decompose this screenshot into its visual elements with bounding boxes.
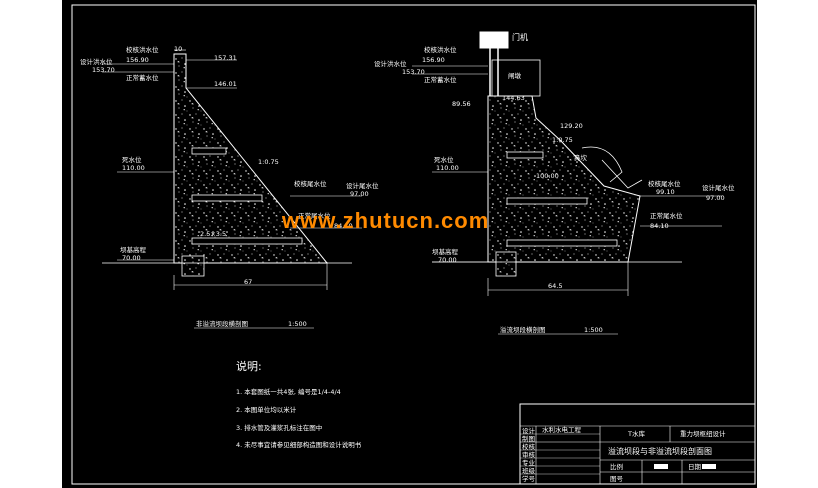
check-flood-value: 156.90 <box>126 56 149 64</box>
sheet-border <box>71 4 756 485</box>
gallery-size: 2.5×3.5 <box>200 230 226 238</box>
note-4: 4. 未尽事宜请参见细部构造图和设计说明书 <box>236 441 362 449</box>
r-normal-tail-label: 正常尾水位 <box>650 211 683 220</box>
design-tail-label: 设计尾水位 <box>346 181 379 190</box>
left-section-scale: 1:500 <box>288 320 307 328</box>
tb-scale-label: 比例 <box>610 462 623 471</box>
foundation-label: 坝基高程 <box>120 245 147 254</box>
r-foundation-value: 70.00 <box>438 256 457 264</box>
r-check-flood-value: 156.90 <box>422 56 445 64</box>
left-slope-label: 1:0.75 <box>258 158 279 166</box>
r-check-tail-value: 99.10 <box>656 188 675 196</box>
drawing-sheet: 10 157.31 146.01 校核洪水位 156.90 设计洪水位 153.… <box>62 0 757 488</box>
dead-level-value: 110.00 <box>122 164 145 172</box>
r-check-flood-label: 校核洪水位 <box>424 45 457 54</box>
tb-row-7: 学号 <box>522 474 536 483</box>
tb-row-6: 班级 <box>522 466 536 475</box>
overflow-section <box>412 31 722 296</box>
right-section-title: 溢流坝段横剖图 <box>500 325 546 334</box>
design-tail-value: 97.00 <box>350 190 369 198</box>
r-foundation-label: 坝基高程 <box>432 247 459 256</box>
normal-pool-label: 正常蓄水位 <box>126 73 159 82</box>
r-normal-tail-value: 84.10 <box>650 222 669 230</box>
tb-drawing-title: 溢流坝段与非溢流坝段剖面图 <box>608 446 712 456</box>
non-overflow-section <box>102 49 362 290</box>
foundation-value: 70.00 <box>122 254 141 262</box>
tb-project: T水库 <box>627 429 645 438</box>
normal-tail-value: 84.10 <box>334 222 353 230</box>
check-tail-label: 校核尾水位 <box>294 179 327 188</box>
r-dead-label: 死水位 <box>434 155 454 164</box>
note-1: 1. 本套图纸一共4张, 编号是1/4-4/4 <box>236 388 341 396</box>
r-normal-pool-label: 正常蓄水位 <box>424 75 457 84</box>
right-base-width: 64.5 <box>548 282 562 290</box>
tb-row-1: 设计 <box>522 426 536 435</box>
r-design-flood-label: 设计洪水位 <box>374 59 407 68</box>
note-3: 3. 排水管及灌浆孔标注在图中 <box>236 424 323 432</box>
r-design-tail-label: 设计尾水位 <box>702 183 735 192</box>
dead-level-label: 死水位 <box>122 155 142 164</box>
check-flood-label: 校核洪水位 <box>126 45 159 54</box>
crest-width-label: 10 <box>174 45 182 53</box>
tb-sheet-label: 图号 <box>610 475 624 483</box>
r-design-tail-value: 97.00 <box>706 194 725 202</box>
left-section-title: 非溢流坝段横剖图 <box>196 319 248 328</box>
design-flood-value: 153.70 <box>92 66 115 74</box>
right-section-scale: 1:500 <box>584 326 603 334</box>
watermark: www.zhutucn.com <box>282 208 490 233</box>
bucket-label: 鼻坎 <box>574 153 588 162</box>
tb-date-label: 日期 <box>688 463 702 471</box>
design-flood-label: 设计洪水位 <box>80 57 113 66</box>
gate-crane-label: 门机 <box>512 32 528 42</box>
tb-row-5: 专业 <box>522 458 536 467</box>
normal-tail-label: 正常尾水位 <box>298 211 331 220</box>
tb-design-name: 重力坝枢纽设计 <box>680 429 726 438</box>
r-dead-value: 110.00 <box>436 164 459 172</box>
sill-left-value: 89.56 <box>452 100 471 108</box>
crest-elevation: 157.31 <box>214 54 237 62</box>
right-slope-label: 1:0.75 <box>552 136 573 144</box>
tb-row-3: 校核 <box>522 442 536 451</box>
bucket-elevation: 100.00 <box>536 172 559 180</box>
r-design-flood-value: 153.70 <box>402 68 425 76</box>
tb-row-4: 审核 <box>522 450 536 459</box>
pier-label: 闸墩 <box>508 71 522 80</box>
sill-elevation: 144.63 <box>502 94 525 102</box>
cad-drawing: 10 157.31 146.01 校核洪水位 156.90 设计洪水位 153.… <box>71 4 756 485</box>
tb-row-2: 制图 <box>522 434 535 443</box>
r-check-tail-label: 校核尾水位 <box>648 179 681 188</box>
note-2: 2. 本图单位均以米计 <box>236 406 297 414</box>
left-base-width: 67 <box>244 278 252 286</box>
tb-school: 水利水电工程 <box>542 425 582 434</box>
crest-curve-elevation: 129.20 <box>560 122 583 130</box>
title-block <box>519 403 756 485</box>
normal-pool-elevation: 146.01 <box>214 80 237 88</box>
notes-heading: 说明: <box>236 360 262 373</box>
